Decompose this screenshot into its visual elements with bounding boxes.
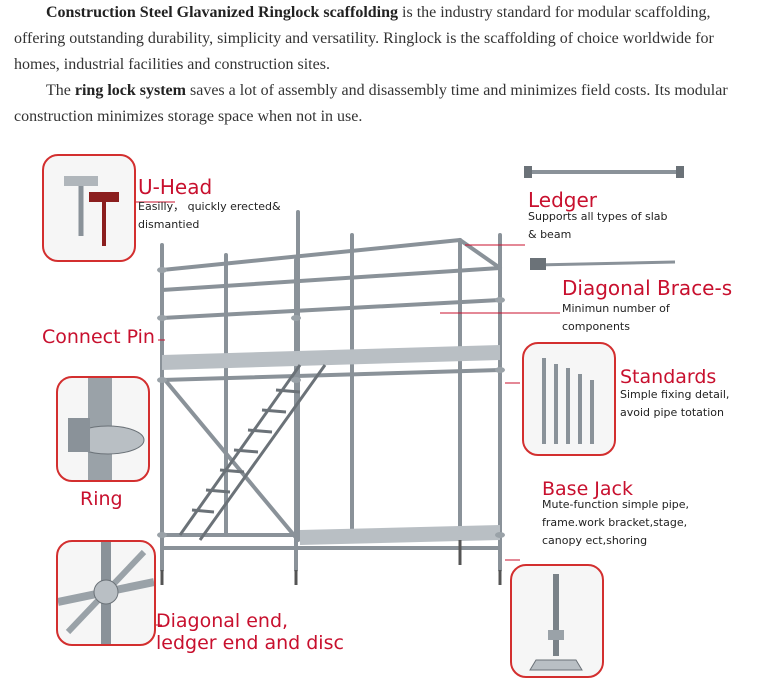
standards-thumbnail (522, 342, 616, 456)
disc-thumbnail (56, 540, 156, 646)
intro-bold-2: ring lock system (74, 82, 186, 99)
connect-pin-label: Connect Pin (42, 326, 155, 348)
ring-icon (68, 378, 145, 480)
brace-desc-1: Minimun number of (562, 302, 670, 315)
intro-paragraph-1: Construction Steel Glavanized Ringlock s… (14, 0, 754, 78)
u-head-icon (64, 176, 119, 246)
diagonal-end-label-1: Diagonal end, (156, 610, 289, 632)
standards-icon (542, 358, 594, 444)
scaffold-illustration (120, 166, 684, 626)
u-head-desc-2: dismantied (138, 218, 200, 231)
ledger-icon (524, 166, 684, 178)
ledger-desc-2: & beam (528, 228, 572, 241)
intro-paragraph-2: The ring lock system saves a lot of asse… (14, 78, 754, 130)
base-jack-desc-1: Mute-function simple pipe, (542, 498, 690, 511)
ring-label: Ring (80, 488, 123, 510)
u-head-label: U-Head (138, 175, 213, 199)
standards-label: Standards (620, 366, 717, 388)
intro-text: Construction Steel Glavanized Ringlock s… (14, 0, 754, 130)
scaffolding-diagram: U-Head Easilly， quickly erected& dismant… (0, 140, 763, 687)
u-head-desc-1: Easilly， quickly erected& (138, 200, 281, 213)
standards-desc-1: Simple fixing detail, (620, 388, 730, 401)
brace-icon (530, 258, 676, 270)
diagonal-end-label-2: ledger end and disc (156, 632, 344, 654)
base-jack-desc-3: canopy ect,shoring (542, 534, 648, 547)
brace-label: Diagonal Brace-s (562, 276, 733, 300)
ledger-desc-1: Supports all types of slab (528, 210, 668, 223)
base-jack-icon (529, 574, 583, 671)
brace-desc-2: components (562, 320, 630, 333)
base-jack-label: Base Jack (542, 478, 634, 500)
base-jack-desc-2: frame.work bracket,stage, (542, 516, 688, 529)
standards-desc-2: avoid pipe totation (620, 406, 724, 419)
disc-node-icon (58, 542, 154, 644)
intro-text-2: saves a lot of assembly and disassembly … (14, 82, 728, 125)
ledger-label: Ledger (528, 188, 598, 212)
base-jack-thumbnail (510, 564, 604, 678)
intro-pre-2: The (46, 82, 75, 99)
ring-thumbnail (56, 376, 150, 482)
intro-bold-1: Construction Steel Glavanized Ringlock s… (46, 4, 399, 21)
u-head-thumbnail (42, 154, 136, 262)
intro-text-1: is the industry standard for modular sca… (14, 4, 714, 73)
